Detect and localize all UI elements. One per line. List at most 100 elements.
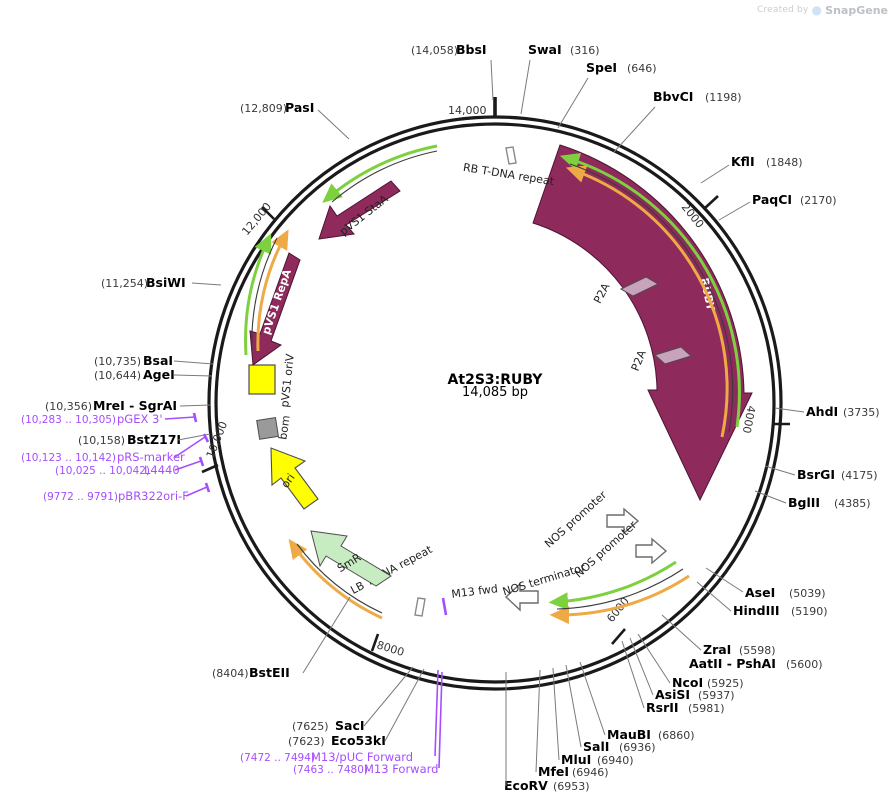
enzyme-position: (5598)	[739, 644, 776, 657]
enzyme-label-saci[interactable]: (7625) SacI	[292, 666, 414, 733]
enzyme-label-bsrgi[interactable]: BsrGI (4175)	[764, 465, 878, 482]
enzyme-position: (5937)	[698, 689, 735, 702]
enzyme-name: MreI - SgrAI	[93, 398, 177, 413]
enzyme-position: (10,356)	[45, 400, 92, 413]
snapgene-watermark: Created by ● SnapGene	[757, 3, 888, 17]
enzyme-label-mfei[interactable]: MfeI (6946)	[535, 669, 609, 779]
enzyme-name: RsrII	[646, 700, 679, 715]
primer-label-l4440[interactable]: (10,025 .. 10,042) L4440	[55, 456, 205, 477]
enzyme-name: BglII	[788, 495, 820, 510]
enzyme-name: MluI	[561, 752, 591, 767]
enzyme-position: (4175)	[841, 469, 878, 482]
enzyme-label-paqci[interactable]: PaqCI (2170)	[718, 192, 837, 221]
plasmid-size: 14,085 bp	[462, 385, 528, 400]
enzyme-label-bglii[interactable]: BglII (4385)	[754, 490, 871, 510]
primer-range: (7463 .. 7480)	[293, 764, 368, 776]
enzyme-label-kfli[interactable]: KflI (1848)	[700, 154, 803, 184]
ruby-direction-arcs	[559, 153, 741, 438]
enzyme-label-ecorv[interactable]: EcoRV (6953)	[504, 672, 590, 793]
primer-label-pgex3[interactable]: (10,283 .. 10,305) pGEX 3'	[21, 412, 198, 426]
enzyme-position: (316)	[570, 44, 600, 57]
plasmid-center-label: At2S3:RUBY 14,085 bp	[448, 372, 544, 400]
enzyme-position: (1848)	[766, 156, 803, 169]
enzyme-position: (6953)	[553, 780, 590, 793]
enzyme-name: AsiSI	[655, 687, 690, 702]
enzyme-label-spei[interactable]: SpeI (646)	[557, 60, 657, 129]
enzyme-name: PasI	[285, 100, 314, 115]
enzyme-label-maubi[interactable]: MauBI (6860)	[579, 661, 695, 742]
enzyme-label-swai[interactable]: SwaI (316)	[520, 42, 600, 115]
enzyme-label-pasi[interactable]: (12,809) PasI	[240, 100, 350, 140]
enzyme-position: (10,644)	[94, 369, 141, 382]
enzyme-name: SpeI	[586, 60, 617, 75]
feature-pvs1-staa-cds[interactable]: pVS1 StaA	[318, 180, 401, 240]
enzyme-label-zrai[interactable]: ZraI (5598)	[661, 614, 776, 657]
feature-label-rb-repeat: RB T-DNA repeat	[462, 161, 556, 188]
enzyme-label-ahdi[interactable]: AhdI (3735)	[774, 404, 880, 419]
enzyme-label-mlui[interactable]: MluI (6940)	[552, 667, 634, 767]
enzyme-label-agei[interactable]: (10,644) AgeI	[94, 367, 213, 382]
enzyme-position: (4385)	[834, 497, 871, 510]
enzyme-name: BstEII	[249, 665, 290, 680]
feature-label-p2a: P2A	[591, 281, 613, 306]
primer-name: pBR322ori-F	[118, 489, 189, 503]
enzyme-name: AgeI	[143, 367, 175, 382]
bottom-direction-arcs	[548, 560, 690, 625]
enzyme-label-bbvci[interactable]: BbvCI (1198)	[613, 89, 742, 153]
enzyme-label-bstz17i[interactable]: (10,158) BstZ17I	[78, 432, 211, 447]
feature-ori[interactable]: ori	[270, 447, 319, 510]
enzyme-name: BbvCI	[653, 89, 693, 104]
primer-name: L4440	[144, 463, 180, 477]
enzyme-name: HindIII	[733, 603, 780, 618]
enzyme-position: (2170)	[800, 194, 837, 207]
enzyme-label-hindiii[interactable]: HindIII (5190)	[696, 581, 828, 618]
feature-label-pvs1-oriv: pVS1 oriV	[278, 353, 297, 408]
enzyme-label-bsai[interactable]: (10,735) BsaI	[94, 353, 214, 368]
enzyme-label-bbsi[interactable]: (14,058) BbsI	[411, 42, 494, 101]
enzyme-label-asisi[interactable]: AsiSI (5937)	[629, 637, 735, 702]
enzyme-label-asei[interactable]: AseI (5039)	[705, 567, 826, 600]
enzyme-label-rsrii[interactable]: RsrII (5981)	[621, 640, 725, 715]
enzyme-name: EcoRV	[504, 778, 548, 793]
feature-rb-tdna-repeat[interactable]: RB T-DNA repeat	[462, 146, 556, 188]
primer-label-m13-puc-forward[interactable]: (7472 .. 7494) M13/pUC Forward	[240, 669, 439, 764]
tick-label: 12,000	[239, 200, 274, 238]
feature-m13-fwd[interactable]: M13 fwd	[441, 582, 499, 616]
enzyme-name: NcoI	[672, 675, 703, 690]
feature-bom[interactable]: bom	[256, 415, 293, 441]
feature-label-nos-promoter: NOS promoter	[542, 488, 609, 550]
primer-range: (10,025 .. 10,042)	[55, 465, 150, 477]
enzyme-label-ncoi[interactable]: NcoI (5925)	[637, 633, 744, 690]
enzyme-label-aatii-pshai[interactable]: AatII - PshAI (5600)	[689, 656, 823, 671]
enzyme-position: (12,809)	[240, 102, 287, 115]
enzyme-name: AseI	[745, 585, 775, 600]
watermark-prefix: Created by	[756, 5, 809, 15]
primer-label-m13-forward[interactable]: (7463 .. 7480) M13 Forward	[293, 671, 443, 776]
enzyme-label-bsiwi[interactable]: (11,254) BsiWI	[101, 275, 222, 290]
enzyme-position: (11,254)	[101, 277, 148, 290]
primer-name: M13 Forward	[364, 762, 438, 776]
enzyme-position: (3735)	[843, 406, 880, 419]
primer-label-prs-marker[interactable]: (10,123 .. 10,142) pRS-marker	[21, 433, 210, 464]
feature-pvs1-oriv[interactable]: pVS1 oriV	[248, 353, 297, 408]
enzyme-label-bstei[interactable]: (8404) BstEII	[212, 596, 351, 680]
feature-nos-terminator[interactable]: NOS terminator	[501, 561, 587, 612]
enzyme-position: (5039)	[789, 587, 826, 600]
feature-lb-tdna-repeat[interactable]: LB T-DNA repeat	[348, 543, 435, 617]
enzyme-label-sali[interactable]: SalI (6936)	[565, 664, 656, 754]
watermark-brand: SnapGene	[825, 3, 888, 17]
enzyme-name: MfeI	[538, 764, 569, 779]
enzyme-position: (5190)	[791, 605, 828, 618]
enzyme-position: (5925)	[707, 677, 744, 690]
enzyme-label-mrei-sgrai[interactable]: (10,356) MreI - SgrAI	[45, 398, 212, 413]
feature-label-nos-terminator: NOS terminator	[501, 561, 587, 599]
staa-direction-arc	[322, 144, 438, 203]
enzyme-position: (7623)	[288, 735, 325, 748]
enzyme-label-eco53ki[interactable]: (7623) Eco53kI	[288, 668, 425, 748]
feature-label-p2a: P2A	[629, 348, 649, 373]
smr-direction-arc	[288, 538, 383, 620]
snapgene-drop-icon: ●	[811, 3, 823, 17]
primer-label-pbr322ori-f[interactable]: (9772 .. 9791) pBR322ori-F	[43, 482, 211, 503]
